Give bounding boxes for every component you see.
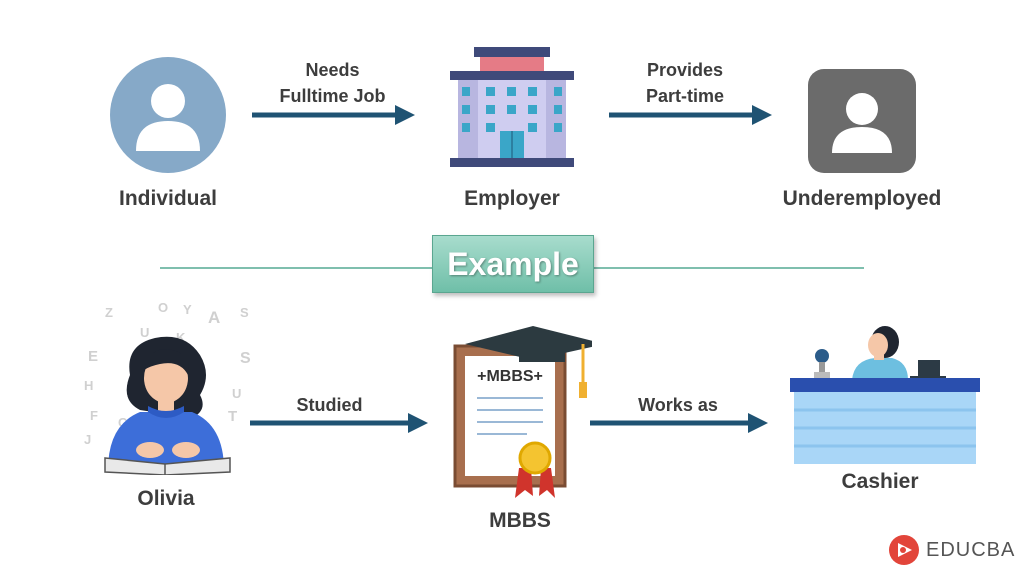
arrow-label-works-as: Works as xyxy=(638,395,718,415)
arrow-individual-to-employer xyxy=(252,105,415,125)
divider-line-left xyxy=(160,267,432,269)
arrow-mbbs-to-cashier xyxy=(590,413,768,433)
mbbs-label: MBBS xyxy=(489,509,551,532)
divider-line-right xyxy=(592,267,864,269)
example-heading: Example xyxy=(432,235,594,293)
arrow-label-line1: Provides xyxy=(646,60,724,80)
arrow-label-line2: Fulltime Job xyxy=(279,86,386,106)
arrow-label-provides: Provides Part-time xyxy=(610,57,760,109)
educba-logo: EDUCBA xyxy=(888,534,1015,566)
arrow-label-line1: Needs xyxy=(305,60,360,80)
cashier-icon xyxy=(790,320,980,465)
building-icon xyxy=(450,45,574,169)
student-icon xyxy=(100,330,235,475)
educba-logo-icon xyxy=(889,535,919,565)
educba-logo-text: EDUCBA xyxy=(926,538,1016,561)
individual-icon xyxy=(110,57,226,173)
certificate-text: +MBBS+ xyxy=(477,368,543,385)
cashier-label: Cashier xyxy=(841,470,919,493)
arrow-label-studied: Studied xyxy=(296,395,363,415)
employer-label: Employer xyxy=(464,187,560,210)
olivia-label: Olivia xyxy=(137,487,195,510)
certificate-icon: +MBBS+ xyxy=(447,318,605,500)
individual-label: Individual xyxy=(118,187,217,210)
underemployed-label: Underemployed xyxy=(782,187,942,210)
arrow-label-needs: Needs Fulltime Job xyxy=(255,57,410,109)
arrow-olivia-to-mbbs xyxy=(250,413,428,433)
underemployed-icon xyxy=(808,69,916,173)
arrow-label-line2: Part-time xyxy=(645,86,725,106)
arrow-employer-to-underemployed xyxy=(609,105,772,125)
